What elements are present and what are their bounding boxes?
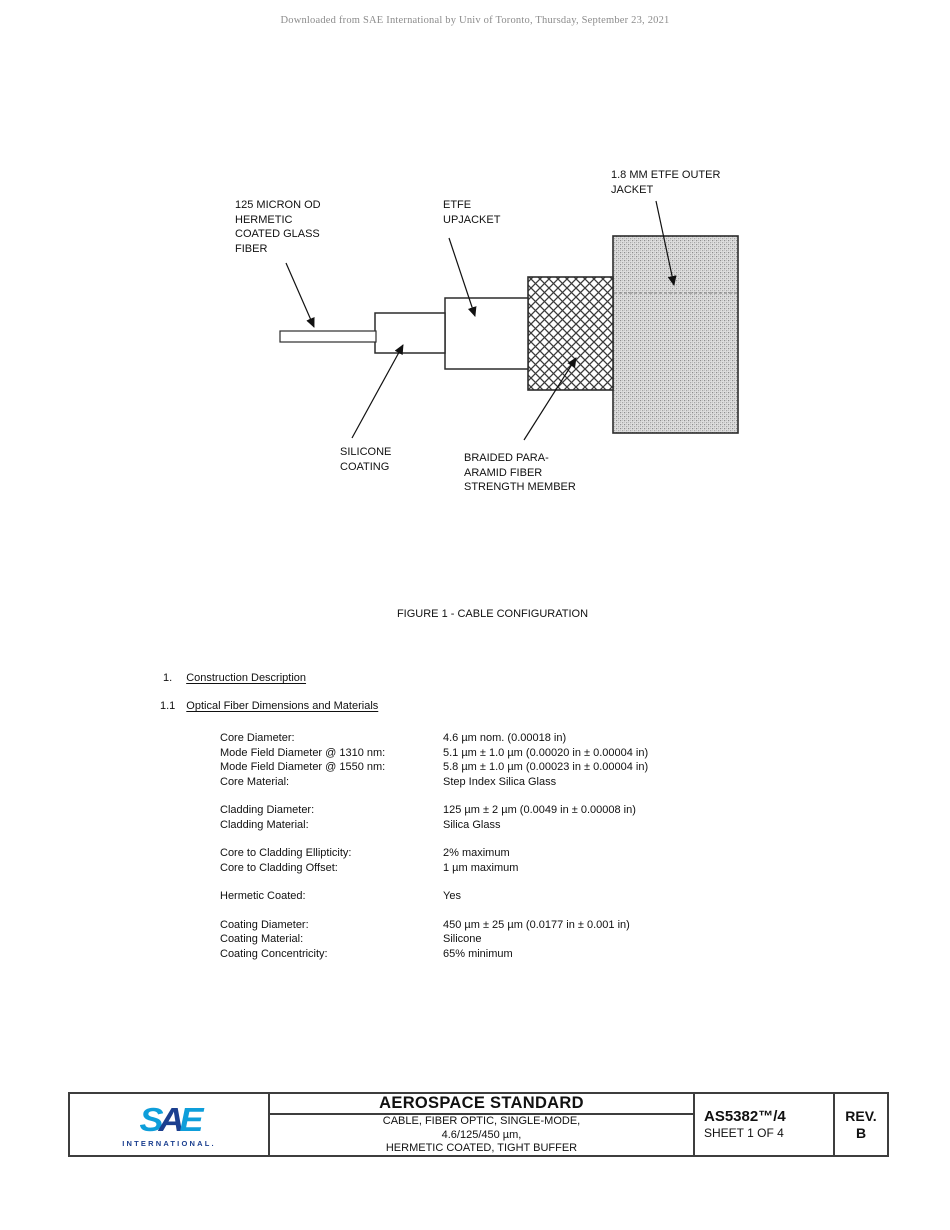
spec-row: Mode Field Diameter @ 1550 nm: 5.8 µm ± … <box>220 760 840 775</box>
fiber-shape <box>279 330 377 343</box>
sae-letter-e: E <box>179 1100 203 1139</box>
braid-shape <box>527 276 614 391</box>
spec-row: Coating Diameter: 450 µm ± 25 µm (0.0177… <box>220 918 840 933</box>
spec-value: 65% minimum <box>443 947 513 960</box>
spec-label: Mode Field Diameter @ 1550 nm: <box>220 761 386 773</box>
sae-letter-s: S <box>139 1100 163 1139</box>
spec-label: Mode Field Diameter @ 1310 nm: <box>220 746 386 759</box>
spec-row: Core Diameter: 4.6 µm nom. (0.00018 in) <box>220 731 840 746</box>
spec-group-cladding: Cladding Diameter: 125 µm ± 2 µm (0.0049… <box>220 803 840 832</box>
upjacket-label: ETFE UPJACKET <box>443 199 501 226</box>
spec-row: Cladding Diameter: 125 µm ± 2 µm (0.0049… <box>220 803 840 818</box>
spec-value: 125 µm ± 2 µm (0.0049 in ± 0.00008 in) <box>443 804 636 816</box>
spec-value: Yes <box>443 890 461 902</box>
rev-value: B <box>855 1124 867 1141</box>
spec-row: Coating Material: Silicone <box>220 932 840 947</box>
section-title: Construction Description <box>186 672 307 684</box>
outer-jacket-leader-arrow <box>655 200 677 286</box>
spec-value: 5.1 µm ± 1.0 µm (0.00020 in ± 0.00004 in… <box>443 746 649 759</box>
doc-number-cell: AS5382™/4 SHEET 1 OF 4 <box>695 1094 835 1155</box>
subtitle-line: HERMETIC COATED, TIGHT BUFFER <box>385 1142 578 1154</box>
spec-value: 2% maximum <box>443 847 510 859</box>
outer-jacket-shape <box>612 235 739 434</box>
spec-group-core: Core Diameter: 4.6 µm nom. (0.00018 in) … <box>220 731 840 789</box>
spec-label: Core Diameter: <box>220 732 295 744</box>
spec-label: Core to Cladding Offset: <box>220 861 338 874</box>
logo-cell: SAE INTERNATIONAL. <box>70 1094 270 1155</box>
spec-value: Step Index Silica Glass <box>443 775 557 788</box>
fiber-leader-arrow <box>285 262 315 328</box>
spec-label: Cladding Diameter: <box>220 804 315 816</box>
subtitle-line: CABLE, FIBER OPTIC, SINGLE-MODE, <box>382 1115 581 1127</box>
sae-logo-subtext: INTERNATIONAL. <box>122 1138 216 1148</box>
spec-label: Hermetic Coated: <box>220 890 306 902</box>
silicone-leader-arrow <box>351 344 404 439</box>
upjacket-leader-arrow <box>448 237 477 317</box>
section-1-1-heading: 1.1 Optical Fiber Dimensions and Material… <box>160 700 378 712</box>
spec-label: Core Material: <box>220 775 290 788</box>
spec-value: Silicone <box>443 933 482 945</box>
silicone-label: SILICONE COATING <box>340 446 392 473</box>
download-note: Downloaded from SAE International by Uni… <box>280 15 670 26</box>
outer-jacket-label: 1.8 MM ETFE OUTER JACKET <box>611 169 721 196</box>
braid-leader-arrow <box>523 357 577 441</box>
rev-label: REV. <box>845 1107 877 1124</box>
upjacket-shape <box>444 297 529 370</box>
spec-label: Coating Concentricity: <box>220 947 328 960</box>
figure-caption: FIGURE 1 - CABLE CONFIGURATION <box>396 608 589 620</box>
spec-value: 5.8 µm ± 1.0 µm (0.00023 in ± 0.00004 in… <box>443 761 649 773</box>
spec-group-core-cladding: Core to Cladding Ellipticity: 2% maximum… <box>220 846 840 875</box>
spec-group-hermetic: Hermetic Coated: Yes <box>220 889 840 904</box>
spec-label: Core to Cladding Ellipticity: <box>220 847 352 859</box>
sae-letter-a: A <box>158 1100 184 1139</box>
sae-logo: SAE INTERNATIONAL. <box>122 1102 216 1148</box>
subtitle-line: 4.6/125/450 µm, <box>441 1128 522 1141</box>
sheet-number: SHEET 1 OF 4 <box>704 1126 784 1140</box>
standard-subtitle: CABLE, FIBER OPTIC, SINGLE-MODE, 4.6/125… <box>270 1115 693 1156</box>
fiber-label: 125 MICRON OD HERMETIC COATED GLASS FIBE… <box>235 199 321 255</box>
spec-row: Mode Field Diameter @ 1310 nm: 5.1 µm ± … <box>220 746 840 761</box>
standard-title-cell: AEROSPACE STANDARD CABLE, FIBER OPTIC, S… <box>270 1094 695 1155</box>
spec-row: Coating Concentricity: 65% minimum <box>220 947 840 962</box>
section-number: 1.1 <box>160 700 176 712</box>
spec-row: Cladding Material: Silica Glass <box>220 818 840 833</box>
braid-label: BRAIDED PARA- ARAMID FIBER STRENGTH MEMB… <box>464 452 576 493</box>
spec-value: 4.6 µm nom. (0.00018 in) <box>443 732 567 744</box>
spec-value: 1 µm maximum <box>443 861 519 874</box>
spec-value: Silica Glass <box>443 818 501 831</box>
spec-row: Core to Cladding Ellipticity: 2% maximum <box>220 846 840 861</box>
doc-number: AS5382™/4 <box>704 1108 786 1125</box>
spec-group-coating: Coating Diameter: 450 µm ± 25 µm (0.0177… <box>220 918 840 962</box>
revision-cell: REV. B <box>835 1094 887 1155</box>
spec-row: Hermetic Coated: Yes <box>220 889 840 904</box>
section-title: Optical Fiber Dimensions and Materials <box>186 700 379 712</box>
silicone-shape <box>374 312 446 354</box>
sae-logo-word: SAE <box>139 1100 203 1139</box>
spec-row: Core Material: Step Index Silica Glass <box>220 775 840 790</box>
spec-row: Core to Cladding Offset: 1 µm maximum <box>220 861 840 876</box>
spec-label: Cladding Material: <box>220 818 309 831</box>
cable-configuration-figure <box>279 200 739 441</box>
title-block: SAE INTERNATIONAL. AEROSPACE STANDARD CA… <box>68 1092 889 1157</box>
standard-title: AEROSPACE STANDARD <box>270 1094 693 1115</box>
spec-value: 450 µm ± 25 µm (0.0177 in ± 0.001 in) <box>443 918 630 931</box>
section-1-heading: 1. Construction Description <box>163 672 306 684</box>
spec-label: Coating Diameter: <box>220 918 309 931</box>
spec-list: Core Diameter: 4.6 µm nom. (0.00018 in) … <box>220 731 840 975</box>
spec-label: Coating Material: <box>220 933 304 945</box>
section-number: 1. <box>163 672 173 684</box>
